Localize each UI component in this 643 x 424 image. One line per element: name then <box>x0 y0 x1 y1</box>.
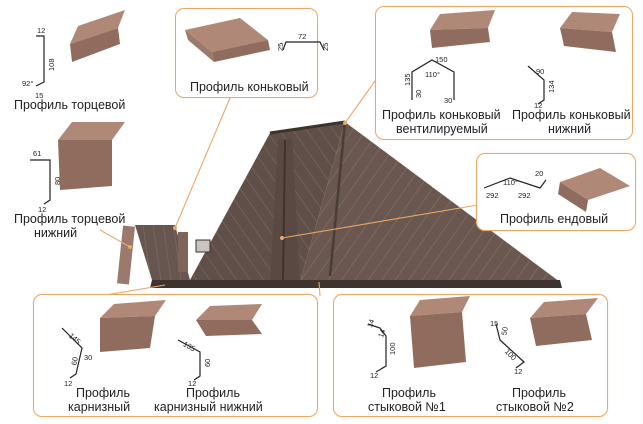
label-tortsevoy-nizh-2: нижний <box>34 226 78 240</box>
roof-slope-right <box>300 122 560 282</box>
label-stykovoy1-2: стыковой №1 <box>368 400 446 414</box>
callout-dot-4 <box>128 245 132 249</box>
label-konkovy: Профиль коньковый <box>190 80 309 94</box>
label-tortsevoy: Профиль торцевой <box>14 98 126 112</box>
roof-eave <box>150 280 562 288</box>
callout-dot-1 <box>173 226 177 230</box>
label-konkovy-nizh-1: Профиль коньковый <box>512 108 631 122</box>
roof-ridge <box>269 120 346 135</box>
callout-lines <box>99 73 479 297</box>
dormer-ridge <box>282 139 286 283</box>
skylight <box>195 239 211 253</box>
roof <box>117 120 562 288</box>
label-karnizny-nizh-1: Профиль <box>186 386 240 400</box>
label-karnizny-1: Профиль <box>76 386 130 400</box>
label-stykovoy2-2: стыковой №2 <box>496 400 574 414</box>
callout-stykovoy <box>333 294 608 417</box>
label-konkovy-nizh-2: нижний <box>548 122 592 136</box>
label-konkovy-vent-1: Профиль коньковый <box>382 108 501 122</box>
chimney-left <box>117 225 135 285</box>
label-stykovoy1-1: Профиль <box>382 386 436 400</box>
label-stykovoy2-1: Профиль <box>512 386 566 400</box>
label-karnizny-2: карнизный <box>68 400 131 414</box>
chimney-mid <box>178 232 188 272</box>
label-konkovy-vent-2: вентилируемый <box>396 122 488 136</box>
callout-dot-3 <box>280 236 284 240</box>
label-endovy: Профиль ендовый <box>500 212 609 226</box>
roof-slope-wing <box>135 225 190 280</box>
roof-valley <box>328 121 347 277</box>
roof-slope-left <box>190 122 345 282</box>
label-tortsevoy-nizh-1: Профиль торцевой <box>14 212 126 226</box>
callout-dot-2 <box>343 121 347 125</box>
label-karnizny-nizh-2: карнизный нижний <box>154 400 263 414</box>
